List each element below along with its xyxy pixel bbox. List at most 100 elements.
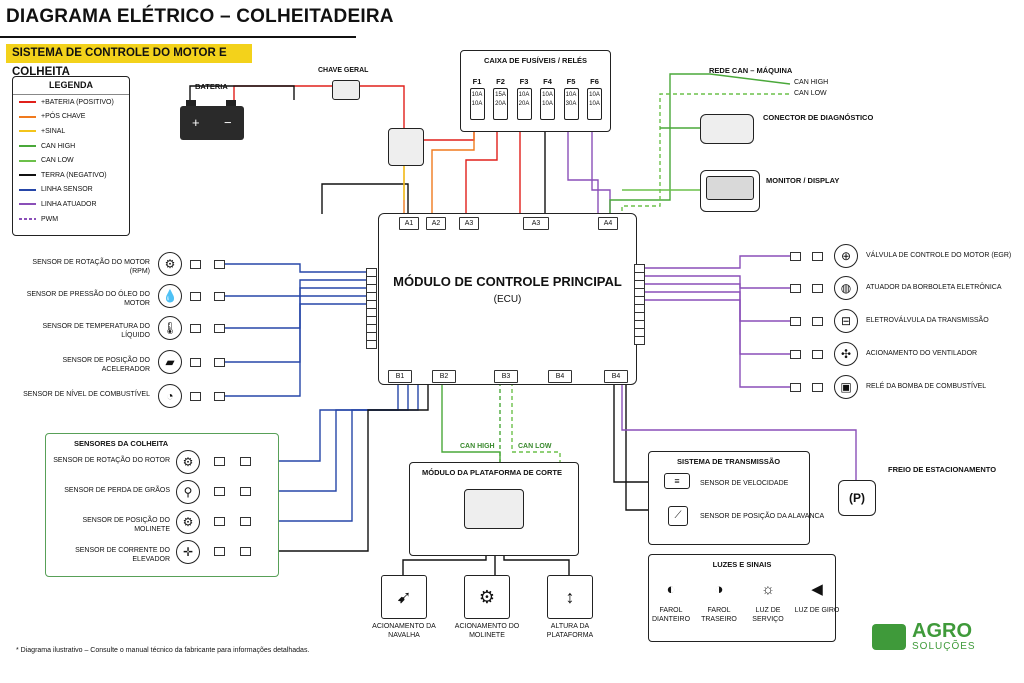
reel-icon: ⚙ [464,575,510,619]
light-label: LUZ DE SERVIÇO [752,607,784,623]
platform-module-icon [464,489,524,529]
sensor-connector [214,392,225,401]
platform-can-low [511,382,561,462]
actuator-line [643,275,790,289]
can-high-label: CAN HIGH [794,79,829,86]
sensor-connector [190,392,201,401]
ecu-pin-top: A3 [523,217,549,230]
harvest-sensor-label: SENSOR DE ROTAÇÃO DO ROTOR [53,457,170,464]
fuse-ecu-wire-5 [591,126,611,218]
ecu-pin-top: A2 [426,217,446,230]
fuse-body: 10A 10A [540,88,555,120]
legend-item: LINHA SENSOR [13,183,129,198]
fuse-rating: 10A [565,92,577,98]
fuse-rating: 10A [471,92,483,98]
transmission-title: SISTEMA DE TRANSMISSÃO [677,457,781,466]
oil-drop-icon: 💧 [158,284,182,308]
battery-ground-wire [189,85,295,100]
harvest-sensor-label: SENSOR DE PERDA DE GRÃOS [64,487,170,494]
sensor-connector [190,260,201,269]
light-label: LUZ DE GIRO [794,607,840,614]
parking-brake-icon[interactable]: (P) [838,480,876,516]
throttle-icon: ◍ [834,276,858,300]
legend-label: +BATERIA (POSITIVO) [41,98,114,106]
sensor-line [224,287,366,329]
actuator-connector [790,284,801,293]
blade-icon: ➹ [381,575,427,619]
ecu-pin-top: A3 [459,217,479,230]
light-label: FAROL DIANTEIRO [651,607,691,623]
actuator-connector [812,383,823,392]
fuse-rating: 10A [542,92,553,98]
actuator-connector [790,317,801,326]
fuse-rating-2: 20A [518,101,530,107]
legend-item: CAN HIGH [13,139,129,154]
fuse-id: F5 [566,77,576,86]
legend-title: LEGENDA [13,77,129,95]
fuel-gauge-icon: ◔ [158,384,182,408]
actuator-connector [812,350,823,359]
ecu-right-terminal [634,336,645,345]
valve-icon: ⊕ [834,244,858,268]
sensor-line [224,295,366,363]
current-sensor-icon: ✛ [176,540,200,564]
legend-label: TERRA (NEGATIVO) [41,171,107,179]
legend-label: CAN LOW [41,157,74,165]
ecu-pin-top: A1 [399,217,419,230]
system-banner: SISTEMA DE CONTROLE DO MOTOR E COLHEITA [6,44,252,78]
fuse-rating: 10A [518,92,530,98]
title-underline [0,36,356,38]
fuse-rating-2: 10A [542,101,553,107]
legend-label: +SINAL [41,127,66,135]
lever-icon: ⟋ [668,506,688,526]
ecu-pin-bottom: B4 [548,370,572,383]
legend-swatch [19,218,36,221]
ecu-title: MÓDULO DE CONTROLE PRINCIPAL [393,274,622,289]
main-switch-icon[interactable] [332,80,360,100]
actuator-label: ATUADOR DA BORBOLETA ELETRÔNICA [866,284,1002,291]
engine-sensor-label: SENSOR DE PRESSÃO DO ÓLEO DO MOTOR [26,291,150,307]
actuator-label: RELÉ DA BOMBA DE COMBUSTÍVEL [866,383,987,390]
fuse-feed-wire [431,126,475,218]
harvest-sensor-label: SENSOR DE POSIÇÃO DO MOLINETE [82,517,170,533]
ecu-pin-bottom: B3 [494,370,518,383]
fuse-rating: 10A [589,92,600,98]
beacon-icon: ◀ [806,578,828,600]
can-network-label: REDE CAN – MÁQUINA [709,66,793,75]
actuator-label: VÁLVULA DE CONTROLE DO MOTOR (EGR) [866,252,1012,259]
harvest-line [250,382,419,522]
parking-brake-label: FREIO DE ESTACIONAMENTO [888,465,997,474]
actuator-line [643,299,790,388]
monitor-icon[interactable] [700,170,760,212]
fan-icon: ✣ [834,342,858,366]
platform-title: MÓDULO DA PLATAFORMA DE CORTE [422,468,562,477]
harvest-connector [214,457,225,466]
headlight-icon: ◐ [660,578,682,600]
legend-label: CAN HIGH [41,142,76,150]
relay-icon: ▣ [834,375,858,399]
diagnostic-connector-icon[interactable] [700,114,754,144]
light-label: FAROL TRASEIRO [701,607,737,623]
fuse-body: 10A 20A [516,88,532,120]
tractor-icon [872,623,906,650]
fuse-id: F1 [472,77,482,86]
legend-label: LINHA SENSOR [41,186,93,194]
platform-can-high [441,382,501,462]
actuator-connector [812,284,823,293]
engine-sensor-label: SENSOR DE TEMPERATURA DO LÍQUIDO [42,323,150,339]
sensor-connector [214,292,225,301]
fuse-rating-2: 10A [589,101,600,107]
battery-label: BATERIA [195,82,228,91]
battery-icon: +− [180,100,244,140]
fusebox-title: CAIXA DE FUSÍVEIS / RELÉS [483,56,588,65]
actuator-line [643,283,790,322]
fuse-rating: 15A [495,92,506,98]
fuse-id: F6 [590,77,599,86]
harvest-connector [240,457,251,466]
diagnostic-label: CONECTOR DE DIAGNÓSTICO [763,113,874,122]
